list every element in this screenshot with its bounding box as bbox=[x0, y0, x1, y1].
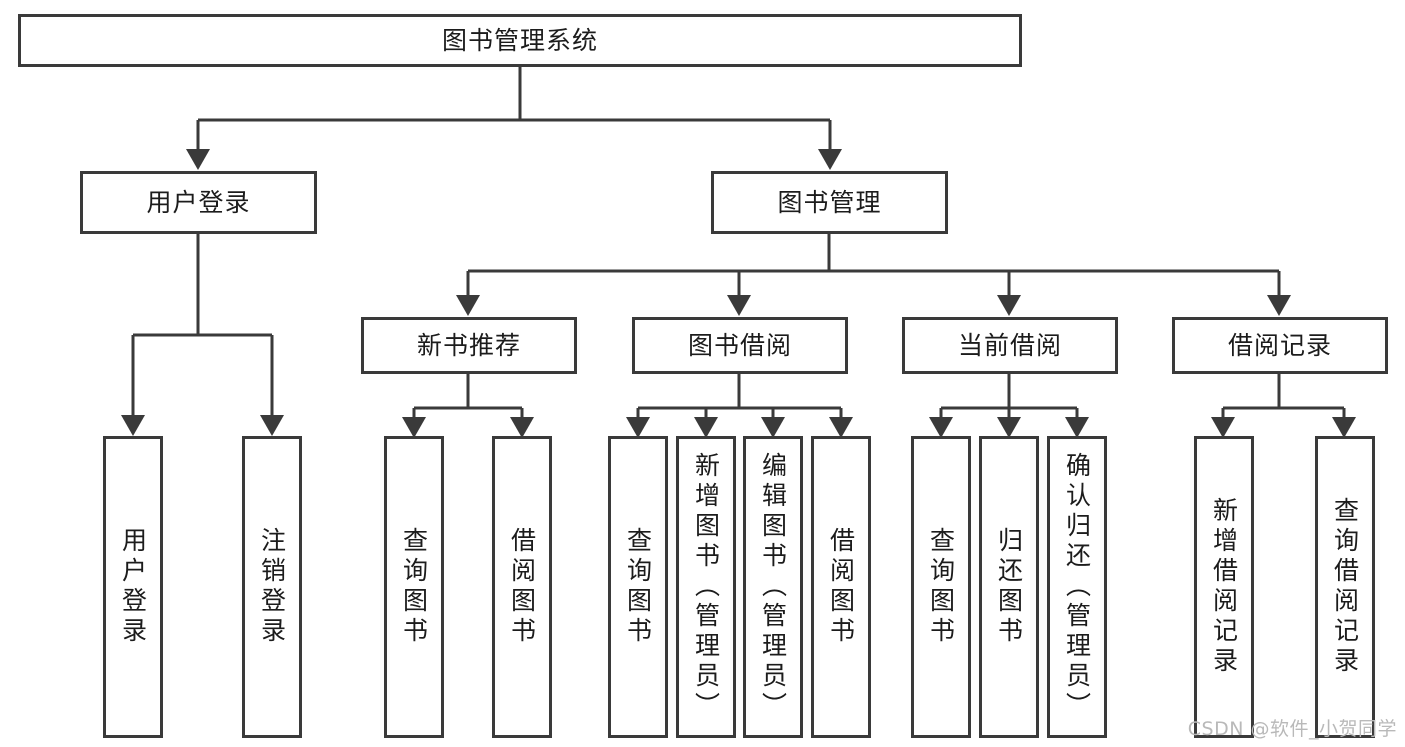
leaf-borrow-books[interactable]: 借阅图书 bbox=[811, 436, 871, 738]
node-label: 图书管理系统 bbox=[441, 25, 598, 55]
node-label: 新增借阅记录 bbox=[1209, 497, 1239, 677]
leaf-query-books-borrow[interactable]: 查询图书 bbox=[608, 436, 668, 738]
leaf-borrow-books-recommendation[interactable]: 借阅图书 bbox=[492, 436, 552, 738]
node-label: 新书推荐 bbox=[416, 330, 521, 360]
node-label: 借阅图书 bbox=[507, 527, 537, 647]
node-label: 编辑图书（管理员） bbox=[758, 452, 788, 722]
node-book-borrowing[interactable]: 图书借阅 bbox=[632, 317, 848, 374]
node-label: 注销登录 bbox=[257, 527, 287, 647]
node-book-management[interactable]: 图书管理 bbox=[711, 171, 948, 234]
leaf-confirm-return-admin[interactable]: 确认归还（管理员） bbox=[1047, 436, 1107, 738]
leaf-query-borrow-record[interactable]: 查询借阅记录 bbox=[1315, 436, 1375, 738]
node-label: 借阅记录 bbox=[1227, 330, 1332, 360]
node-current-borrowing[interactable]: 当前借阅 bbox=[902, 317, 1118, 374]
node-label: 图书借阅 bbox=[687, 330, 792, 360]
node-borrowing-records[interactable]: 借阅记录 bbox=[1172, 317, 1388, 374]
leaf-add-borrow-record[interactable]: 新增借阅记录 bbox=[1194, 436, 1254, 738]
node-label: 查询图书 bbox=[926, 527, 956, 647]
node-label: 用户登录 bbox=[146, 187, 251, 217]
node-label: 归还图书 bbox=[994, 527, 1024, 647]
node-root-library-management-system[interactable]: 图书管理系统 bbox=[18, 14, 1022, 67]
node-label: 确认归还（管理员） bbox=[1062, 452, 1092, 722]
node-label: 借阅图书 bbox=[826, 527, 856, 647]
leaf-add-book-admin[interactable]: 新增图书（管理员） bbox=[676, 436, 736, 738]
node-label: 查询图书 bbox=[623, 527, 653, 647]
node-user-login[interactable]: 用户登录 bbox=[80, 171, 317, 234]
leaf-query-books-recommendation[interactable]: 查询图书 bbox=[384, 436, 444, 738]
leaf-logout[interactable]: 注销登录 bbox=[242, 436, 302, 738]
node-label: 新增图书（管理员） bbox=[691, 452, 721, 722]
node-new-book-recommendation[interactable]: 新书推荐 bbox=[361, 317, 577, 374]
node-label: 查询图书 bbox=[399, 527, 429, 647]
node-label: 用户登录 bbox=[118, 527, 148, 647]
leaf-edit-book-admin[interactable]: 编辑图书（管理员） bbox=[743, 436, 803, 738]
leaf-user-login[interactable]: 用户登录 bbox=[103, 436, 163, 738]
watermark-text: CSDN @软件_小贺同学 bbox=[1187, 718, 1397, 740]
node-label: 查询借阅记录 bbox=[1330, 497, 1360, 677]
node-label: 图书管理 bbox=[777, 187, 882, 217]
leaf-return-books[interactable]: 归还图书 bbox=[979, 436, 1039, 738]
node-label: 当前借阅 bbox=[957, 330, 1062, 360]
leaf-query-books-current[interactable]: 查询图书 bbox=[911, 436, 971, 738]
